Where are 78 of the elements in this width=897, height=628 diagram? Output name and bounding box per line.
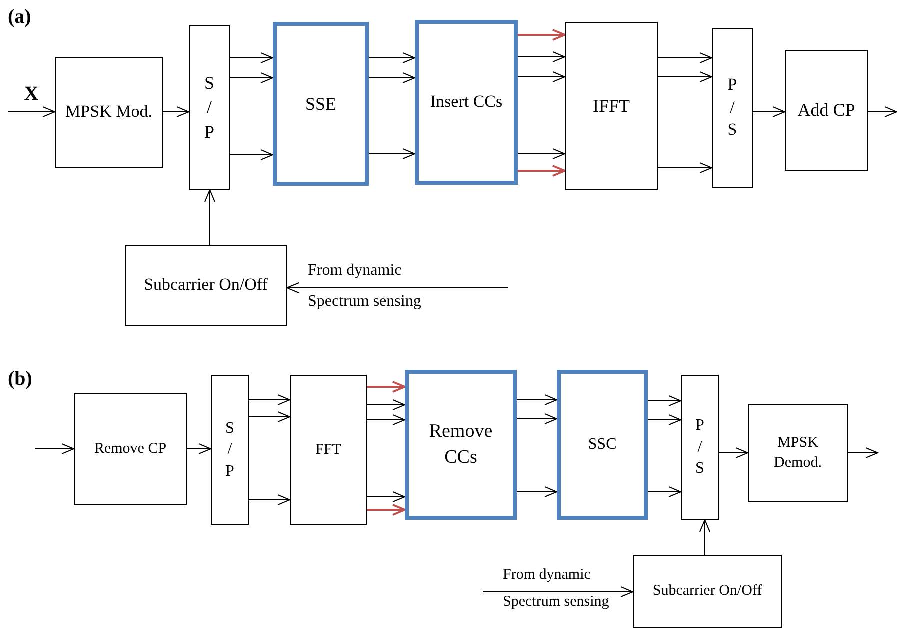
arrow — [516, 414, 558, 424]
arrow — [368, 148, 416, 160]
arrow — [648, 486, 682, 498]
arrow — [230, 52, 274, 64]
arrow — [367, 504, 406, 516]
input-note: From dynamic — [308, 262, 402, 280]
arrow — [518, 29, 566, 41]
process-block — [712, 28, 753, 188]
process-block — [211, 375, 249, 525]
arrow — [204, 190, 216, 246]
block-label: P / S — [694, 416, 706, 480]
arrow — [367, 381, 406, 393]
arrow — [248, 394, 290, 406]
block-label: Add CP — [798, 99, 856, 122]
arrow — [518, 165, 566, 177]
arrow — [518, 72, 566, 82]
arrow — [516, 486, 558, 498]
arrow — [186, 444, 212, 454]
process-block — [189, 25, 230, 190]
process-block — [415, 20, 518, 185]
block-label: FFT — [316, 440, 342, 460]
input-note: Spectrum sensing — [308, 293, 422, 311]
arrow — [366, 400, 406, 410]
block-label: Subcarrier On/Off — [144, 274, 268, 296]
arrow — [248, 494, 290, 506]
process-block — [125, 245, 287, 326]
block-label: S / P — [203, 72, 216, 144]
arrow — [868, 106, 897, 118]
process-block — [55, 57, 163, 168]
arrow — [848, 448, 878, 458]
arrow — [658, 162, 712, 174]
block-label: SSC — [588, 435, 617, 456]
arrow — [366, 492, 406, 502]
input-note: Spectrum sensing — [503, 594, 610, 611]
arrow — [286, 282, 508, 294]
arrow — [518, 52, 566, 62]
arrow — [230, 72, 274, 84]
process-block — [74, 393, 187, 505]
arrow — [700, 520, 710, 556]
block-label: Remove CCs — [428, 420, 494, 470]
arrow — [752, 106, 786, 118]
arrow — [8, 106, 56, 118]
process-block — [565, 22, 658, 190]
arrow — [482, 586, 634, 598]
block-label: P / S — [726, 74, 738, 142]
arrow — [658, 52, 712, 64]
arrow — [34, 444, 74, 454]
process-block — [557, 370, 648, 520]
process-block — [273, 22, 369, 186]
process-block — [748, 404, 848, 502]
block-label: Subcarrier On/Off — [652, 582, 762, 602]
process-block — [681, 375, 719, 520]
block-label: Remove CP — [94, 440, 167, 459]
block-label: IFFT — [592, 94, 630, 118]
arrow — [658, 72, 712, 82]
process-block — [785, 50, 868, 171]
process-block — [633, 555, 782, 628]
panel-label: (b) — [8, 368, 32, 391]
arrow — [648, 414, 682, 426]
block-label: MPSK Demod. — [773, 434, 823, 473]
arrow — [648, 396, 682, 406]
block-label: S / P — [224, 418, 236, 482]
arrow — [248, 412, 290, 422]
block-label: Insert CCs — [430, 91, 503, 114]
block-label: MPSK Mod. — [66, 101, 152, 124]
process-block — [290, 375, 367, 525]
arrow — [516, 394, 558, 406]
arrow — [162, 106, 190, 118]
block-label: SSE — [305, 92, 337, 116]
input-note: From dynamic — [503, 567, 591, 584]
panel-label: (a) — [8, 6, 32, 29]
arrow — [366, 414, 406, 426]
arrow — [230, 150, 274, 160]
arrow — [368, 52, 416, 64]
arrow — [368, 72, 416, 84]
arrow — [518, 148, 566, 160]
process-block — [405, 370, 517, 520]
arrow — [718, 448, 748, 458]
